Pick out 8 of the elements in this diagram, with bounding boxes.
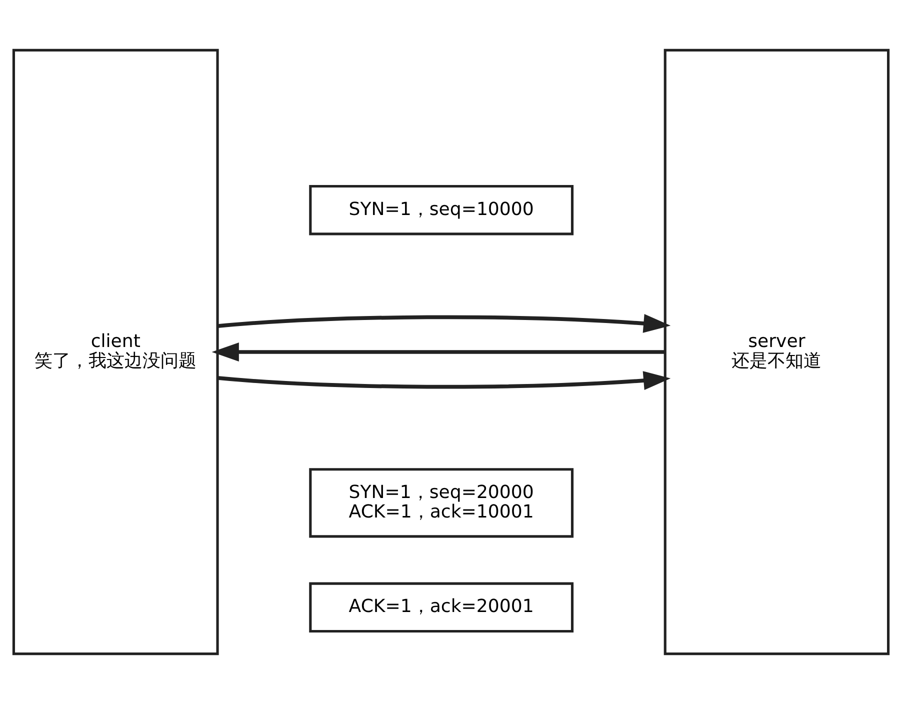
- node-box: SYN=1，seq=10000: [309, 184, 574, 236]
- node-box: server 还是不知道: [664, 48, 890, 656]
- node-box: SYN=1，seq=20000 ACK=1，ack=10001: [309, 468, 574, 538]
- arrow: [217, 314, 671, 333]
- node-box: ACK=1，ack=20001: [309, 582, 574, 633]
- arrow: [212, 342, 665, 362]
- node-box: client 笑了，我这边没问题: [12, 48, 219, 656]
- arrow: [217, 371, 671, 390]
